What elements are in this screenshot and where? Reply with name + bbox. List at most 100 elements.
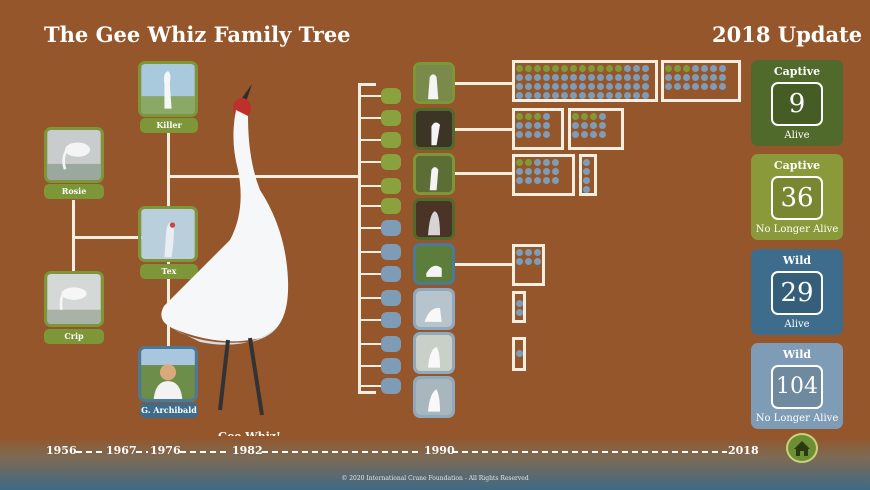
- offspring-node[interactable]: [381, 312, 401, 328]
- status-group-label: Captive: [773, 159, 821, 172]
- ancestor-label: Tex: [140, 264, 198, 279]
- ancestor-photo-tex[interactable]: [138, 206, 198, 262]
- home-icon: [794, 441, 810, 456]
- offspring-bracket-line: [358, 83, 361, 393]
- status-text: Alive: [784, 319, 810, 330]
- offspring-photo[interactable]: [413, 153, 455, 195]
- wild-dot: [642, 74, 649, 81]
- captive-dot: [525, 159, 532, 166]
- offspring-photo[interactable]: [413, 288, 455, 330]
- offspring-photo[interactable]: [413, 198, 455, 240]
- wild-dot: [534, 249, 541, 256]
- captive-dot: [581, 113, 588, 120]
- status-text: No Longer Alive: [755, 413, 839, 424]
- offspring-node[interactable]: [381, 378, 401, 394]
- wild-dot: [606, 83, 613, 90]
- offspring-photo[interactable]: [413, 108, 455, 150]
- ancestor-photo-rosie[interactable]: [44, 127, 104, 183]
- captive-dot: [606, 65, 613, 72]
- status-count: 36: [771, 176, 823, 220]
- wild-dot: [525, 258, 532, 265]
- wild-dot: [552, 177, 559, 184]
- wild-dot: [674, 83, 681, 90]
- wild-dot: [561, 83, 568, 90]
- wild-dot: [572, 131, 579, 138]
- descendant-connector: [455, 82, 512, 85]
- captive-dot: [572, 113, 579, 120]
- crane-photo-icon: [416, 379, 452, 415]
- crane-photo-icon: [141, 64, 195, 114]
- wild-dot: [561, 92, 568, 99]
- offspring-node[interactable]: [381, 198, 401, 214]
- offspring-node[interactable]: [381, 220, 401, 236]
- offspring-node[interactable]: [381, 154, 401, 170]
- copyright-footer: © 2020 International Crane Foundation - …: [341, 475, 529, 482]
- node-connector: [361, 273, 381, 275]
- wild-dot: [719, 83, 726, 90]
- offspring-node[interactable]: [381, 110, 401, 126]
- offspring-node[interactable]: [381, 290, 401, 306]
- wild-dot: [552, 83, 559, 90]
- gee-whiz-crane-image[interactable]: [150, 80, 320, 425]
- captive-dot: [525, 65, 532, 72]
- wild-dot: [552, 159, 559, 166]
- ancestor-photo-archibald[interactable]: [138, 346, 198, 402]
- offspring-node[interactable]: [381, 132, 401, 148]
- wild-dot: [543, 83, 550, 90]
- offspring-node[interactable]: [381, 178, 401, 194]
- offspring-node[interactable]: [381, 358, 401, 374]
- offspring-photo[interactable]: [413, 332, 455, 374]
- wild-dot: [665, 83, 672, 90]
- node-connector: [361, 343, 381, 345]
- offspring-node[interactable]: [381, 244, 401, 260]
- page-title: The Gee Whiz Family Tree: [44, 22, 351, 47]
- offspring-photo[interactable]: [413, 62, 455, 104]
- tree-line: [72, 236, 168, 239]
- wild-dot: [579, 83, 586, 90]
- wild-dot: [719, 74, 726, 81]
- home-button[interactable]: [786, 433, 818, 463]
- wild-dot: [516, 74, 523, 81]
- ancestor-label: Killer: [140, 118, 198, 133]
- captive-dot: [561, 65, 568, 72]
- wild-dot: [710, 65, 717, 72]
- offspring-node[interactable]: [381, 336, 401, 352]
- wild-dot: [570, 74, 577, 81]
- offspring-photo[interactable]: [413, 376, 455, 418]
- timeline-dash: [136, 451, 148, 453]
- descendant-group: [512, 108, 564, 150]
- wild-dot: [665, 74, 672, 81]
- captive-dot: [590, 113, 597, 120]
- wild-dot: [633, 65, 640, 72]
- captive-dot: [570, 65, 577, 72]
- wild-dot: [534, 83, 541, 90]
- wild-dot: [534, 92, 541, 99]
- offspring-node[interactable]: [381, 88, 401, 104]
- offspring-photo[interactable]: [413, 243, 455, 285]
- descendant-connector: [455, 172, 512, 175]
- wild-dot: [525, 83, 532, 90]
- wild-dot: [525, 74, 532, 81]
- descendant-dots: [516, 300, 523, 316]
- status-count: 9: [771, 82, 823, 126]
- descendant-connector: [455, 263, 512, 266]
- node-connector: [361, 297, 381, 299]
- offspring-node[interactable]: [381, 266, 401, 282]
- wild-dot: [642, 83, 649, 90]
- captive-dot: [665, 65, 672, 72]
- ancestor-photo-killer[interactable]: [138, 61, 198, 117]
- captive-dot: [516, 65, 523, 72]
- wild-dot: [590, 131, 597, 138]
- wild-dot: [615, 74, 622, 81]
- ancestor-photo-crip[interactable]: [44, 271, 104, 327]
- timeline-dash: [76, 451, 106, 453]
- captive-dot: [579, 65, 586, 72]
- captive-dot: [516, 113, 523, 120]
- wild-dot: [534, 168, 541, 175]
- wild-dot: [543, 168, 550, 175]
- descendant-group: [512, 60, 658, 102]
